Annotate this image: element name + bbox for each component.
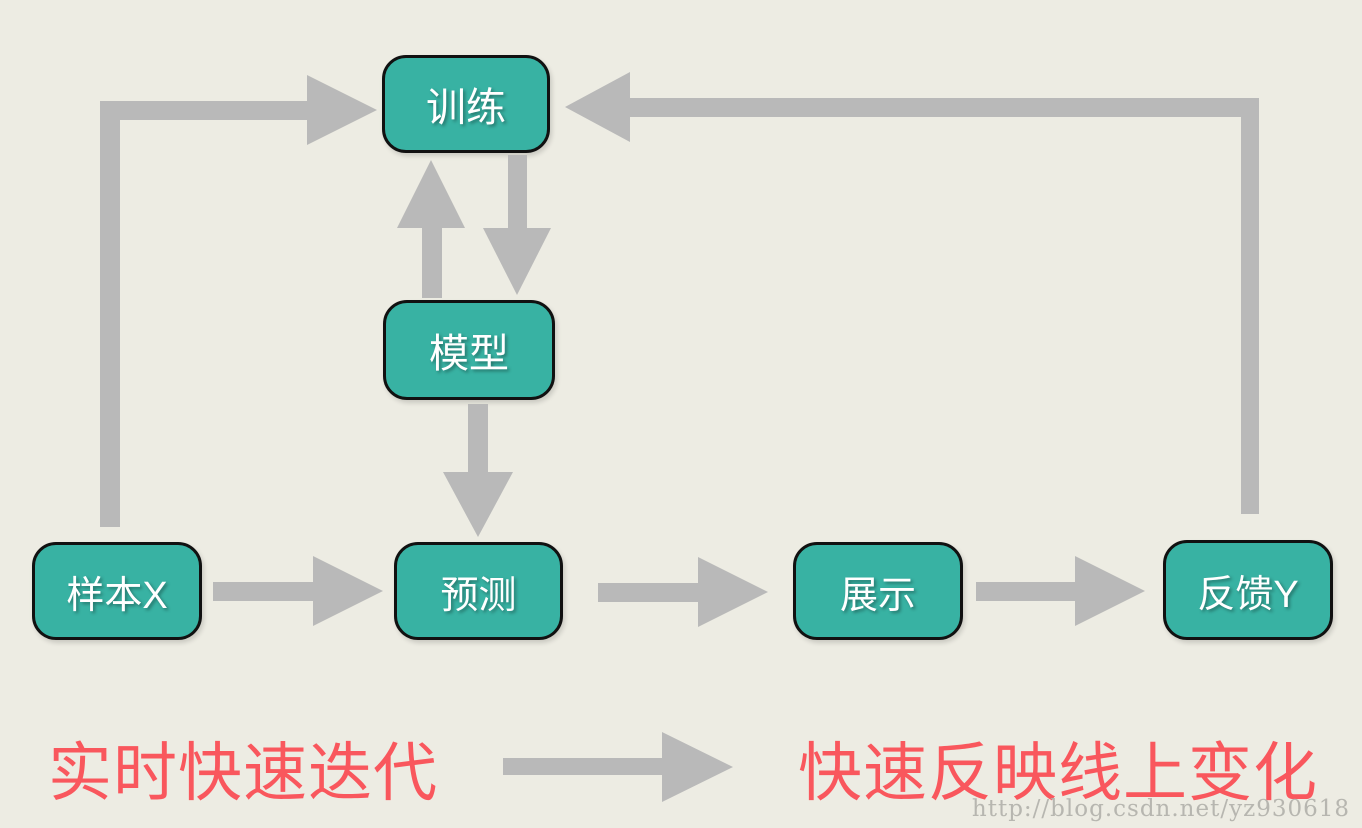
arrow-sample-to-predict-arrowhead-icon xyxy=(313,556,383,626)
arrow-train-to-model-arrowhead-icon xyxy=(483,228,551,295)
node-model-label: 模型 xyxy=(429,332,509,376)
node-feedback-y: 反馈Y xyxy=(1163,540,1333,640)
node-model: 模型 xyxy=(383,300,555,400)
arrow-display-to-feedback-arrowhead-icon xyxy=(1075,556,1145,626)
arrow-display-to-feedback-shaft xyxy=(976,582,1077,601)
arrow-feedback-to-train-horizontal-segment xyxy=(630,98,1259,117)
caption-realtime-iteration: 实时快速迭代 xyxy=(48,738,438,809)
arrow-predict-to-display-arrowhead-icon xyxy=(698,557,768,627)
arrow-sample-to-train-arrowhead-icon xyxy=(307,75,377,145)
arrow-train-to-model-shaft xyxy=(508,155,527,228)
arrow-predict-to-display-shaft xyxy=(598,583,700,602)
arrow-sample-to-predict-shaft xyxy=(213,582,315,601)
arrow-caption-arrowhead-icon xyxy=(662,732,733,802)
arrow-model-to-predict-arrowhead-icon xyxy=(443,472,513,537)
arrow-model-to-train-shaft xyxy=(422,226,442,298)
watermark-url: http://blog.csdn.net/yz930618 xyxy=(971,796,1350,822)
node-feedback-y-label: 反馈Y xyxy=(1197,573,1299,616)
node-sample-x-label: 样本X xyxy=(66,574,168,617)
node-display-label: 展示 xyxy=(839,574,916,617)
node-display: 展示 xyxy=(793,542,963,640)
node-train: 训练 xyxy=(382,55,550,153)
node-predict-label: 预测 xyxy=(440,574,517,617)
arrow-feedback-to-train-arrowhead-icon xyxy=(565,72,630,142)
arrow-sample-to-train-vertical-segment xyxy=(100,101,120,527)
node-predict: 预测 xyxy=(394,542,563,640)
node-sample-x: 样本X xyxy=(32,542,202,640)
arrow-model-to-predict-shaft xyxy=(468,404,488,472)
arrow-sample-to-train-horizontal-segment xyxy=(100,101,307,120)
arrow-model-to-train-arrowhead-icon xyxy=(397,160,465,228)
caption-reflect-online-changes: 快速反映线上变化 xyxy=(798,738,1318,809)
node-train-label: 训练 xyxy=(426,86,506,130)
arrow-feedback-to-train-vertical-segment xyxy=(1241,98,1259,514)
arrow-caption-shaft xyxy=(503,758,664,775)
